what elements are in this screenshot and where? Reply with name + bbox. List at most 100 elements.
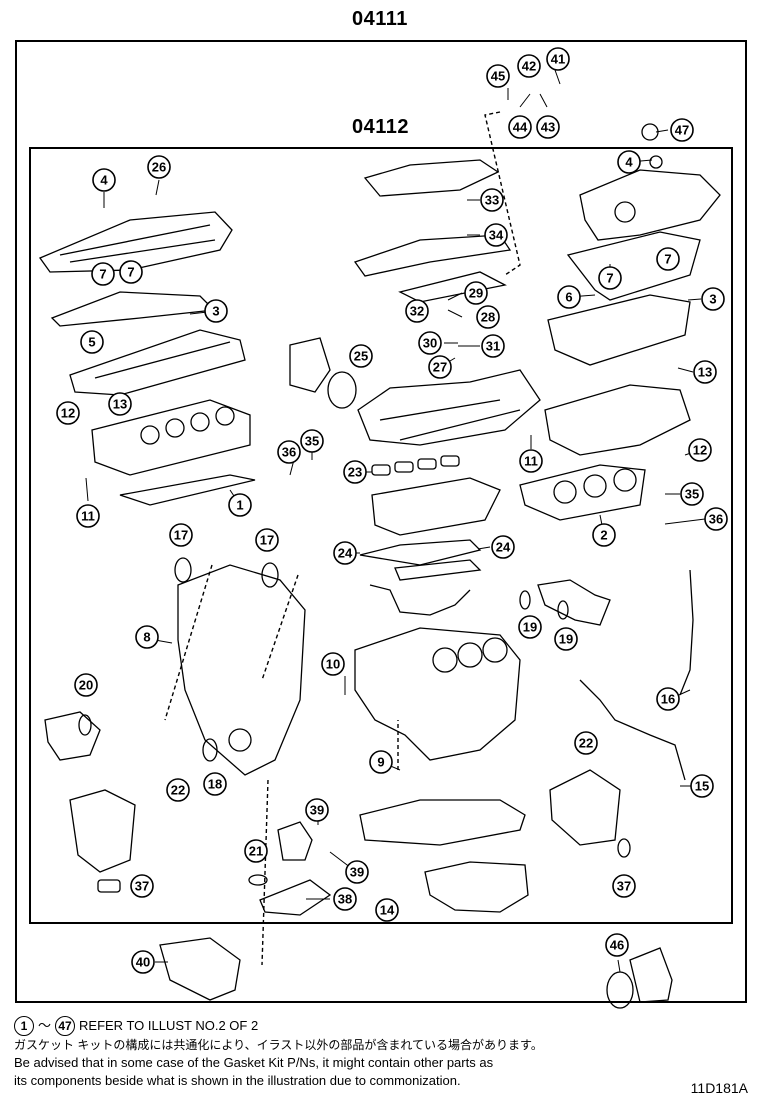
callout-22-right: 22: [574, 731, 598, 755]
svg-text:7: 7: [606, 271, 613, 286]
svg-text:11: 11: [81, 509, 95, 524]
callout-37-left: 37: [130, 874, 154, 898]
callout-47: 47: [670, 118, 694, 142]
callout-12-left: 12: [56, 401, 80, 425]
callout-33: 33: [480, 188, 504, 212]
svg-text:33: 33: [485, 193, 499, 208]
callout-37-right: 37: [612, 874, 636, 898]
callout-43: 43: [536, 115, 560, 139]
svg-text:35: 35: [685, 487, 699, 502]
callout-30: 30: [418, 331, 442, 355]
svg-text:23: 23: [348, 465, 362, 480]
english-note-line1: Be advised that in some case of the Gask…: [14, 1055, 494, 1070]
svg-text:7: 7: [127, 265, 134, 280]
notes-block: 1 ～ 47 REFER TO ILLUST NO.2 OF 2 ガスケット キ…: [14, 1016, 744, 1090]
svg-text:42: 42: [522, 59, 536, 74]
ref-text: REFER TO ILLUST NO.2 OF 2: [79, 1018, 259, 1033]
svg-text:16: 16: [661, 692, 675, 707]
svg-text:14: 14: [380, 903, 395, 918]
callout-25: 25: [349, 344, 373, 368]
svg-text:41: 41: [551, 52, 565, 67]
callout-38: 38: [333, 887, 357, 911]
callout-23: 23: [343, 460, 367, 484]
svg-text:35: 35: [305, 434, 319, 449]
svg-text:6: 6: [565, 290, 572, 305]
callout-7-c: 7: [598, 266, 622, 290]
callout-27: 27: [428, 355, 452, 379]
svg-text:12: 12: [61, 406, 75, 421]
svg-text:34: 34: [489, 228, 504, 243]
svg-text:38: 38: [338, 892, 352, 907]
callout-3-right: 3: [701, 287, 725, 311]
svg-text:29: 29: [469, 286, 483, 301]
svg-text:2: 2: [600, 528, 607, 543]
ref-to-circle: 47: [55, 1016, 76, 1036]
ref-from-circle: 1: [14, 1016, 34, 1036]
svg-text:17: 17: [260, 533, 274, 548]
svg-text:10: 10: [326, 657, 340, 672]
svg-text:37: 37: [617, 879, 631, 894]
svg-text:1: 1: [236, 498, 243, 513]
svg-text:40: 40: [136, 955, 150, 970]
callout-1: 1: [228, 493, 252, 517]
svg-text:15: 15: [695, 779, 709, 794]
callout-35-right: 35: [680, 482, 704, 506]
callout-13-right: 13: [693, 360, 717, 384]
svg-text:17: 17: [174, 528, 188, 543]
callout-39-top: 39: [305, 798, 329, 822]
svg-text:24: 24: [338, 546, 353, 561]
svg-text:19: 19: [523, 620, 537, 635]
svg-text:22: 22: [171, 783, 185, 798]
svg-text:32: 32: [410, 304, 424, 319]
callout-14: 14: [375, 898, 399, 922]
svg-text:19: 19: [559, 632, 573, 647]
svg-text:44: 44: [513, 120, 528, 135]
callout-6: 6: [557, 285, 581, 309]
svg-text:22: 22: [579, 736, 593, 751]
callout-26: 26: [147, 155, 171, 179]
callout-10: 10: [321, 652, 345, 676]
svg-text:13: 13: [698, 365, 712, 380]
english-note-line2: its components beside what is shown in t…: [14, 1073, 461, 1088]
svg-text:4: 4: [625, 155, 633, 170]
callout-11-left: 11: [76, 504, 100, 528]
svg-text:20: 20: [79, 678, 93, 693]
svg-text:18: 18: [208, 777, 222, 792]
part-outlines: [38, 123, 721, 1009]
svg-text:8: 8: [143, 630, 150, 645]
svg-text:25: 25: [354, 349, 368, 364]
callout-21: 21: [244, 839, 268, 863]
callout-18: 18: [203, 772, 227, 796]
svg-text:27: 27: [433, 360, 447, 375]
callout-42: 42: [517, 54, 541, 78]
callout-5: 5: [80, 330, 104, 354]
callout-16: 16: [656, 687, 680, 711]
callout-45: 45: [486, 64, 510, 88]
callout-3-left: 3: [204, 299, 228, 323]
callout-39-bottom: 39: [345, 860, 369, 884]
svg-text:13: 13: [113, 397, 127, 412]
drawing-code: 11D181A: [690, 1080, 748, 1096]
callout-17-right: 17: [255, 528, 279, 552]
callout-36-left: 36: [277, 440, 301, 464]
callout-24-right: 24: [491, 535, 515, 559]
callout-19-right: 19: [554, 627, 578, 651]
callout-7-d: 7: [656, 247, 680, 271]
svg-text:9: 9: [377, 755, 384, 770]
svg-text:3: 3: [709, 292, 716, 307]
svg-text:47: 47: [675, 123, 689, 138]
callout-9: 9: [369, 750, 393, 774]
svg-text:39: 39: [350, 865, 364, 880]
svg-text:28: 28: [481, 310, 495, 325]
svg-text:7: 7: [99, 267, 106, 282]
ref-tilde: ～: [38, 1018, 52, 1033]
callout-markers: 1 2 3 3 4 4 5 6 7 7 7 7 8 9 10 11 11 12 …: [56, 47, 728, 974]
callout-4-right: 4: [617, 150, 641, 174]
svg-text:30: 30: [423, 336, 437, 351]
callout-4-left: 4: [92, 168, 116, 192]
callout-35-left: 35: [300, 429, 324, 453]
callout-lead-lines: [85, 69, 706, 973]
callout-7-a: 7: [91, 262, 115, 286]
ref-line: 1 ～ 47 REFER TO ILLUST NO.2 OF 2: [14, 1016, 744, 1036]
